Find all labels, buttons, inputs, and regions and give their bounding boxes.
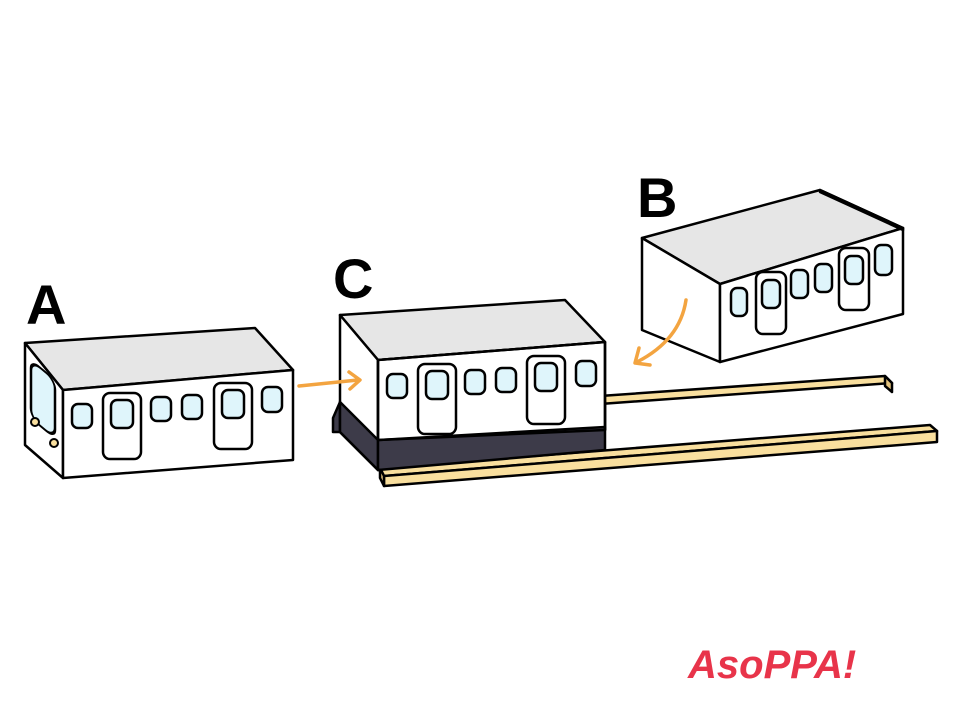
window: [70, 402, 94, 430]
train-car-c: [331, 298, 607, 472]
window: [385, 372, 409, 400]
window: [574, 359, 598, 388]
asoppa-logo: AsoPPA!: [687, 643, 856, 687]
arrow-b-to-c: [633, 298, 688, 367]
cab-window: [29, 363, 57, 435]
arrow-a-to-c: [297, 370, 362, 391]
car-b-right-end: [818, 188, 905, 232]
headlight: [30, 417, 40, 427]
window: [813, 262, 834, 294]
car-c-windows: [385, 354, 598, 436]
window: [873, 243, 894, 277]
window: [463, 368, 487, 396]
window: [789, 268, 810, 300]
label-c: C: [333, 247, 373, 310]
car-b-windows: [729, 243, 894, 336]
window: [260, 385, 284, 414]
door-window: [220, 388, 246, 420]
rails: [378, 374, 939, 488]
rail-front: [378, 423, 939, 488]
door-window: [843, 254, 865, 286]
window: [494, 366, 518, 394]
train-car-b: [640, 188, 905, 364]
logo-text: AsoPPA!: [687, 643, 856, 687]
window: [149, 395, 173, 423]
door-window: [424, 369, 450, 401]
door-window: [533, 361, 559, 393]
label-b: B: [637, 166, 677, 229]
window: [180, 393, 204, 421]
window: [729, 286, 749, 318]
car-c-outline: [376, 340, 607, 442]
headlight: [49, 438, 59, 448]
train-car-a: [23, 326, 295, 480]
door-window: [760, 278, 782, 310]
car-a-front-face: [61, 368, 295, 480]
rail-back: [598, 374, 894, 406]
door-window: [109, 398, 135, 430]
car-a-windows: [70, 381, 284, 461]
label-a: A: [26, 273, 66, 336]
